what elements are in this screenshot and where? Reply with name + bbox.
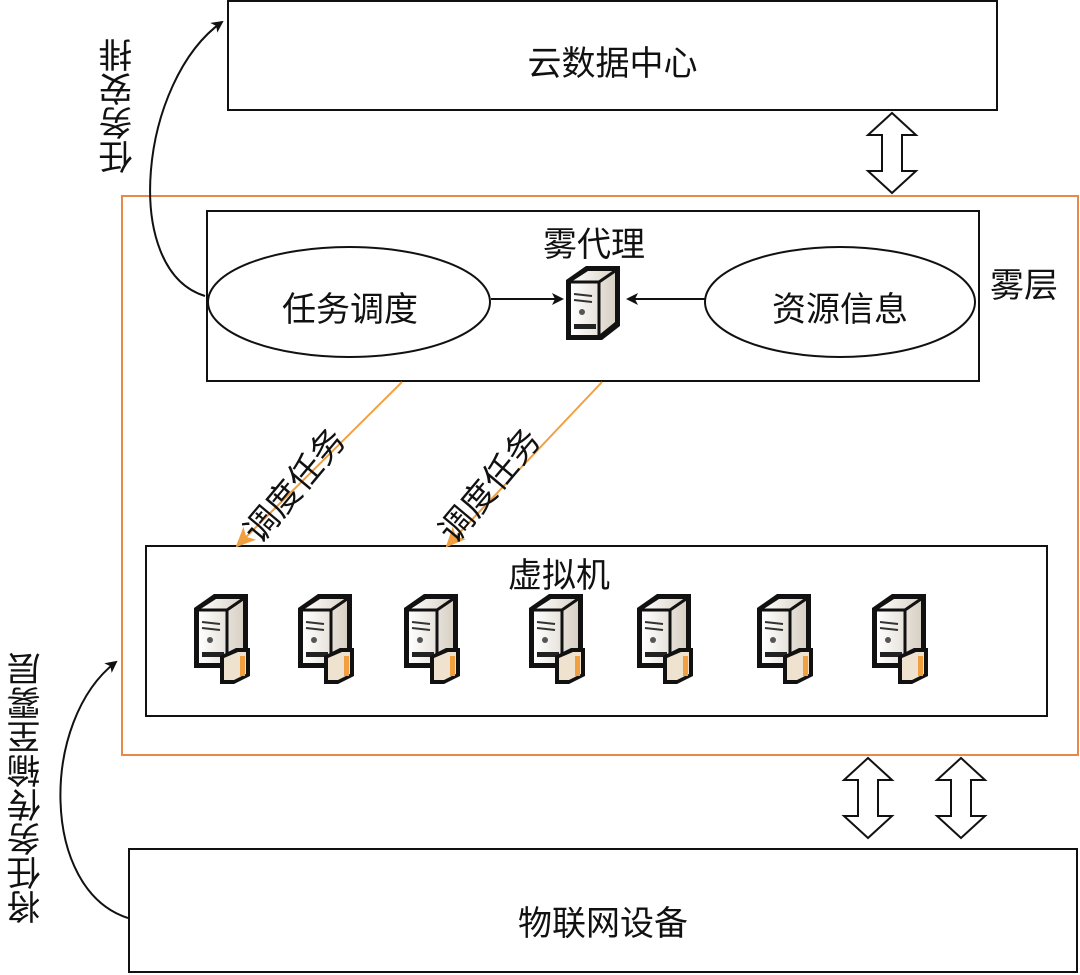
schedule-task-arrow-2 xyxy=(445,381,603,548)
transfer-to-fog-arrow xyxy=(59,660,129,919)
iot-devices-label: 物联网设备 xyxy=(518,904,688,944)
schedule-task-arrow-1 xyxy=(235,381,403,548)
virtual-machine-title: 虚拟机 xyxy=(508,556,610,596)
fog-layer-label: 雾层 xyxy=(990,266,1058,306)
task-arrangement-label: 任务安排 xyxy=(99,38,139,174)
fog-layer-box xyxy=(121,195,1079,756)
vm-icon-4 xyxy=(529,594,585,684)
fog-iot-double-arrow-2 xyxy=(936,757,986,839)
cloud-data-center-box: 云数据中心 xyxy=(227,0,998,111)
vm-icon-7 xyxy=(872,594,928,684)
vm-icon-6 xyxy=(757,594,813,684)
task-arrangement-arrow xyxy=(149,20,224,297)
transfer-to-fog-label: 将任务传输至雾层 xyxy=(7,652,47,924)
task-scheduling-ellipse xyxy=(207,246,491,358)
iot-devices-box: 物联网设备 xyxy=(128,848,1078,973)
cloud-fog-double-arrow xyxy=(867,112,917,194)
vm-icon-3 xyxy=(404,594,460,684)
resource-info-ellipse xyxy=(704,246,976,358)
vm-icon-5 xyxy=(637,594,693,684)
fog-agent-title: 雾代理 xyxy=(543,225,645,265)
fog-agent-server-icon xyxy=(564,264,622,342)
vm-icon-1 xyxy=(194,594,250,684)
cloud-data-center-label: 云数据中心 xyxy=(527,44,698,84)
resource-info-label: 资源信息 xyxy=(772,290,908,330)
fog-iot-double-arrow-1 xyxy=(843,757,893,839)
task-scheduling-label: 任务调度 xyxy=(282,290,418,330)
vm-icon-2 xyxy=(298,594,354,684)
